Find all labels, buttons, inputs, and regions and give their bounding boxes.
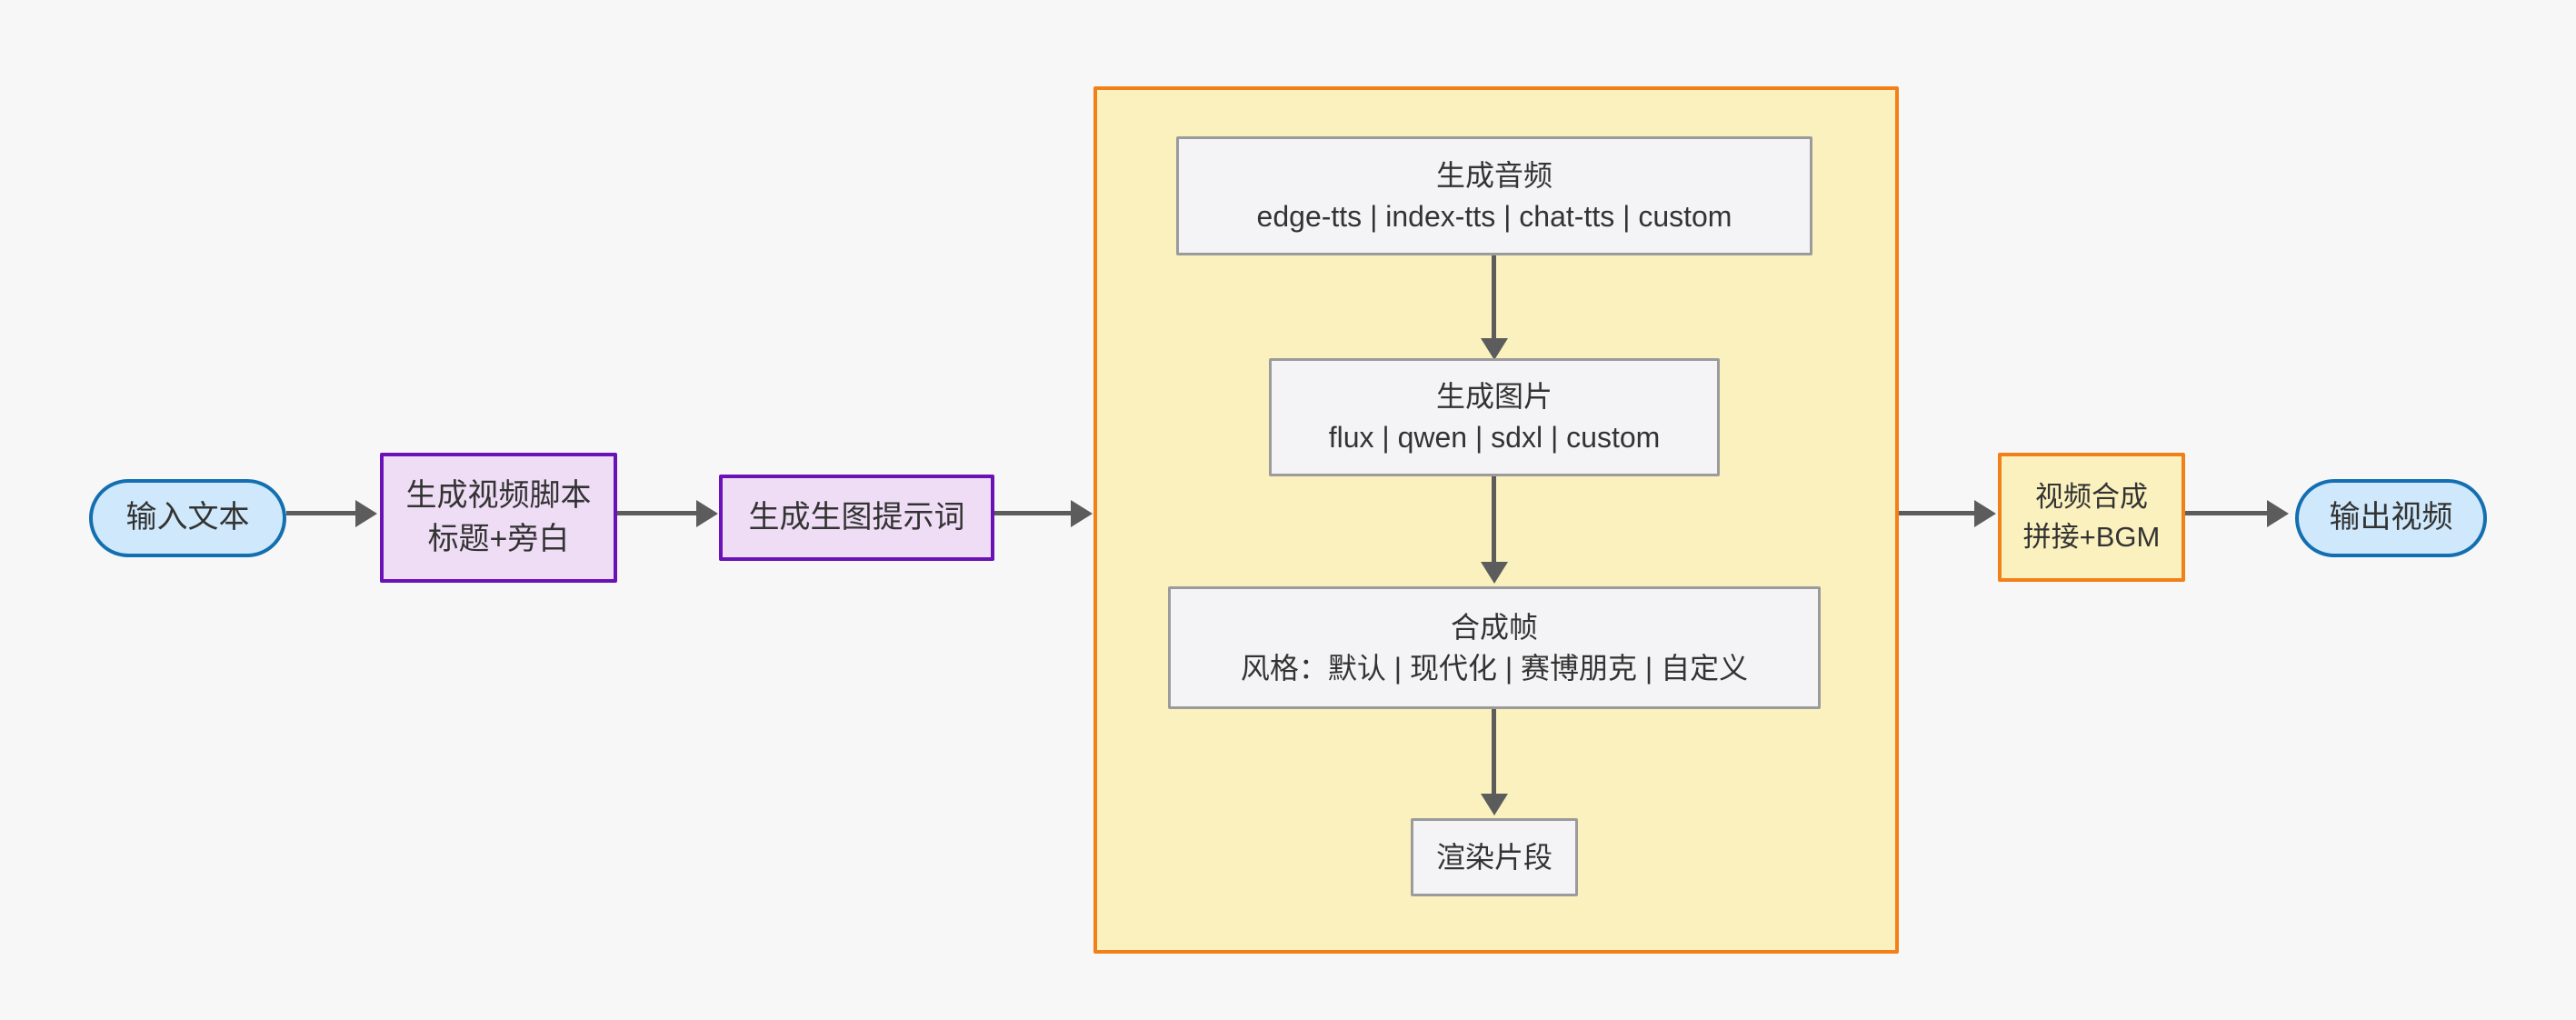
arrowhead-image-to-frame [1481, 562, 1508, 584]
node-generate-audio-line2: edge-tts | index-tts | chat-tts | custom [1256, 199, 1732, 233]
node-video-compose-line2: 拼接+BGM [2022, 521, 2161, 553]
node-generate-prompt[interactable]: 生成生图提示词 [719, 475, 994, 561]
edge-frame-to-render [1492, 709, 1496, 796]
node-generate-audio-line1: 生成音频 [1435, 158, 1553, 192]
node-output-video[interactable]: 输出视频 [2295, 479, 2487, 557]
arrowhead-pipeline-to-compose [1974, 500, 1996, 527]
node-input-text-label: 输入文本 [125, 500, 250, 535]
arrowhead-frame-to-render [1481, 794, 1508, 815]
edge-compose-to-output [2185, 511, 2269, 515]
edge-pipeline-to-compose [1899, 511, 1975, 515]
node-generate-image[interactable]: 生成图片 flux | qwen | sdxl | custom [1269, 358, 1720, 476]
node-compose-frame-line2: 风格：默认 | 现代化 | 赛博朋克 | 自定义 [1240, 651, 1749, 685]
arrowhead-compose-to-output [2267, 500, 2289, 527]
node-compose-frame-line1: 合成帧 [1450, 610, 1538, 644]
node-video-compose[interactable]: 视频合成 拼接+BGM [1998, 453, 2185, 582]
edge-input-to-script [286, 511, 357, 515]
node-video-compose-line1: 视频合成 [2035, 481, 2148, 514]
node-generate-image-line1: 生成图片 [1435, 380, 1553, 414]
node-generate-script[interactable]: 生成视频脚本 标题+旁白 [380, 453, 617, 583]
arrowhead-audio-to-image [1481, 338, 1508, 360]
arrowhead-script-to-prompt [696, 500, 718, 527]
node-render-clip[interactable]: 渲染片段 [1411, 818, 1578, 896]
edge-prompt-to-pipeline [994, 511, 1073, 515]
node-output-video-label: 输出视频 [2329, 500, 2453, 535]
node-generate-image-line2: flux | qwen | sdxl | custom [1328, 421, 1661, 454]
node-generate-audio[interactable]: 生成音频 edge-tts | index-tts | chat-tts | c… [1176, 136, 1812, 255]
node-render-clip-label: 渲染片段 [1435, 840, 1553, 874]
arrowhead-prompt-to-pipeline [1071, 500, 1093, 527]
edge-script-to-prompt [617, 511, 699, 515]
node-input-text[interactable]: 输入文本 [89, 479, 286, 557]
node-compose-frame[interactable]: 合成帧 风格：默认 | 现代化 | 赛博朋克 | 自定义 [1168, 586, 1821, 709]
edge-audio-to-image [1492, 255, 1496, 341]
node-generate-script-line2: 标题+旁白 [427, 521, 570, 556]
node-generate-prompt-label: 生成生图提示词 [748, 499, 965, 535]
arrowhead-input-to-script [355, 500, 377, 527]
edge-image-to-frame [1492, 476, 1496, 565]
node-generate-script-line1: 生成视频脚本 [405, 477, 592, 513]
